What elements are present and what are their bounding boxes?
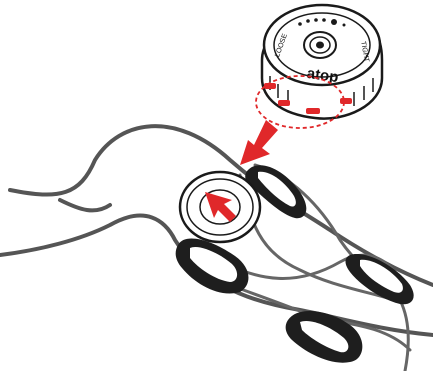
lace-guide-left xyxy=(176,239,249,294)
dial-icon: atop LOOSE TIGHT xyxy=(262,5,382,119)
base-socket-icon xyxy=(180,172,260,242)
lace-guide-bottom xyxy=(286,311,363,363)
arrow-down-icon xyxy=(240,120,278,165)
